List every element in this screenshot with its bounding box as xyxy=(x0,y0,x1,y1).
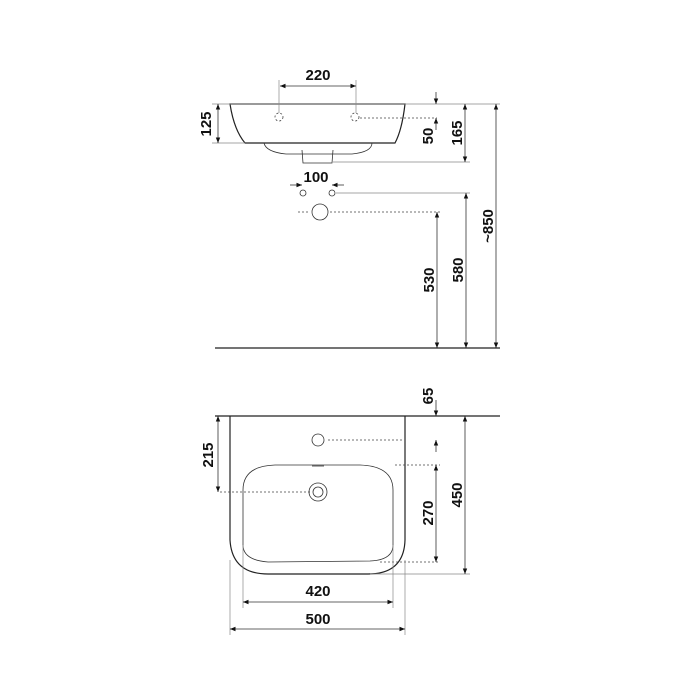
dim-label-450: 450 xyxy=(449,482,466,507)
basin-top-outline xyxy=(229,416,406,575)
dim-label-530: 530 xyxy=(421,267,438,292)
side-view: 220 125 50 165 ~850 100 530 580 xyxy=(198,67,500,349)
dim-label-65: 65 xyxy=(420,388,437,405)
basin-side-outline xyxy=(229,103,406,144)
dim-label-215: 215 xyxy=(200,442,217,467)
dim-label-500: 500 xyxy=(305,611,330,628)
dim-label-125: 125 xyxy=(198,111,215,136)
tap-hole-right xyxy=(350,112,360,122)
dim-label-50: 50 xyxy=(420,128,437,145)
dim-label-270: 270 xyxy=(420,500,437,525)
dim-label-165: 165 xyxy=(449,120,466,145)
dim-label-850: ~850 xyxy=(480,209,497,243)
siphon xyxy=(301,149,334,164)
tap-hole-left xyxy=(274,112,284,122)
drain xyxy=(308,482,328,502)
basin-underside xyxy=(263,142,373,155)
dim-label-220: 220 xyxy=(305,67,330,84)
valve-left xyxy=(299,189,307,197)
valve-right xyxy=(328,189,336,197)
dim-label-420: 420 xyxy=(305,583,330,600)
dim-label-100: 100 xyxy=(303,169,328,186)
tap-hole xyxy=(311,433,325,447)
front-view: 215 65 270 450 420 500 xyxy=(200,388,500,635)
drain-outlet xyxy=(311,203,329,221)
dim-label-580: 580 xyxy=(450,257,467,282)
bowl-outline xyxy=(242,464,394,563)
